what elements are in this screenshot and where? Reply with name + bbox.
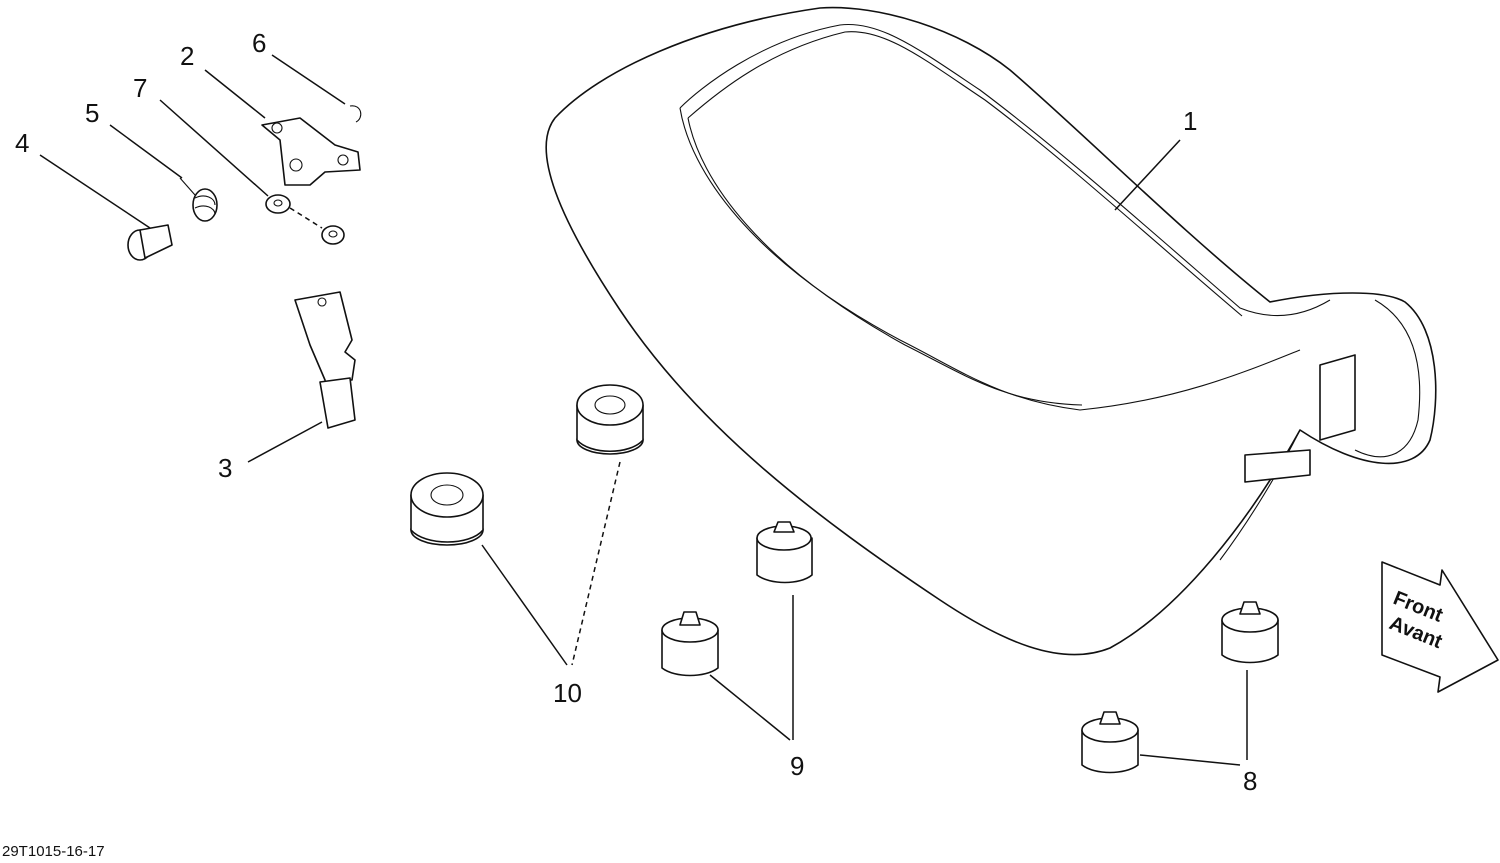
spring-part	[179, 177, 218, 222]
knob-part	[127, 224, 173, 261]
clip-part	[349, 105, 362, 123]
seat-part	[545, 6, 1437, 656]
callout-8: 8	[1243, 766, 1257, 796]
callout-9: 9	[790, 751, 804, 781]
front-arrow: Front Avant	[1381, 561, 1499, 693]
diagram-reference-code: 29T1015-16-17	[2, 843, 105, 860]
grommet-9-part	[661, 521, 813, 677]
callout-1: 1	[1183, 106, 1197, 136]
nut-part	[265, 194, 345, 245]
bumper-large-part	[410, 384, 644, 546]
latch-lever-part	[294, 291, 356, 429]
grommet-8-part	[1081, 601, 1279, 774]
callout-7: 7	[133, 73, 147, 103]
callout-6: 6	[252, 28, 266, 58]
callout-3: 3	[218, 453, 232, 483]
callout-5: 5	[85, 98, 99, 128]
leader-lines	[39, 54, 1248, 766]
callout-4: 4	[15, 128, 29, 158]
bracket-part	[261, 117, 361, 186]
callout-10: 10	[553, 678, 582, 708]
callout-2: 2	[180, 41, 194, 71]
